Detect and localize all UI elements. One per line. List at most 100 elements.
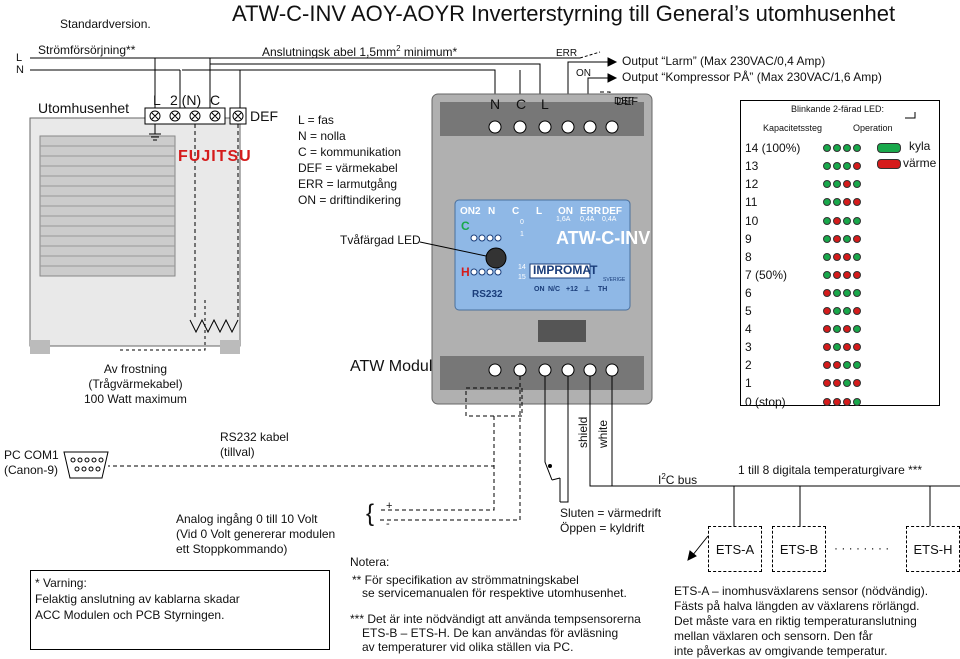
capacity-row: 8 [745,248,935,266]
note-3: *** Det är inte nödvändigt att använda t… [350,612,641,654]
power-L: L [16,52,23,64]
panel-c-label: C [461,219,470,233]
atw-module-graphic [431,93,653,405]
green-led-icon [823,252,831,261]
capacity-row-leds [823,216,861,225]
red-led-icon [853,307,861,316]
varme-label: värme [903,156,937,170]
green-led-icon [843,234,851,243]
capacity-row-label: 13 [745,159,759,174]
green-led-icon [823,216,831,225]
capacity-row-leds [823,325,861,334]
red-led-icon [843,343,851,352]
switch-num-1: 1 [520,231,524,238]
green-led-icon [833,325,841,334]
led-label: Tvåfärgad LED [340,233,421,247]
red-led-icon [823,288,831,297]
mod-L: L [541,96,549,112]
kyla-label: kyla [909,139,931,153]
panel-err: ERR [580,206,602,217]
page-title: ATW-C-INV AOY-AOYR Inverterstyrning till… [232,1,896,26]
capacity-row-label: 3 [745,340,752,355]
panel-sub-2: 0,4A [580,216,595,223]
capacity-row-leds [823,288,861,297]
red-led-icon [823,325,831,334]
notera-label: Notera: [350,555,390,569]
capacity-led-table: Blinkande 2-färad LED: Kapacitetssteg Op… [740,100,940,409]
red-led-icon [833,216,841,225]
ets-a-box: ETS-A [708,526,762,572]
capacity-row: 13 [745,157,935,175]
pc-com-label: PC COM1(Canon-9) [4,448,59,477]
capacity-row: 0 (stop) [745,392,935,410]
red-led-icon [823,397,831,406]
green-led-icon [853,144,861,153]
green-led-icon [833,162,841,171]
terminal-C: C [210,92,221,108]
table-col-capacity: Kapacitetssteg [763,123,823,133]
capacity-row-leds [823,270,861,279]
capacity-row: 14 (100%) [745,139,935,157]
module-label: ATW Modul [350,358,433,375]
red-led-icon [823,307,831,316]
red-led-icon [833,397,841,406]
green-led-icon [853,397,861,406]
panel-h-label: H [461,265,470,279]
red-led-icon [843,325,851,334]
power-label: Strömförsörjning** [38,43,136,57]
panel-pin-th: TH [598,286,608,293]
red-led-icon [853,234,861,243]
output-on: ON [576,68,591,79]
green-led-icon [823,144,831,153]
red-led-icon [853,162,861,171]
red-led-icon [833,252,841,261]
red-led-icon [843,198,851,207]
switch-num-0: 0 [520,219,524,226]
ets-bus [687,486,931,561]
red-led-icon [823,379,831,388]
green-led-icon [853,252,861,261]
green-led-icon [843,144,851,153]
green-led-icon [823,234,831,243]
power-N: N [16,64,24,76]
capacity-row-label: 7 (50%) [745,267,788,282]
terminal-2N: 2 (N) [170,92,202,108]
capacity-row: 12 [745,175,935,193]
red-led-icon [853,198,861,207]
red-led-icon [833,379,841,388]
red-led-icon [853,379,861,388]
cooling-indicator [877,143,901,153]
red-led-icon [843,252,851,261]
version-label: Standardversion. [60,17,151,31]
heating-indicator [877,159,901,169]
green-led-icon [843,216,851,225]
capacity-row-leds [823,180,861,189]
green-led-icon [823,180,831,189]
capacity-row-leds [823,397,861,406]
panel-pin-nc: N/C [548,286,561,293]
analog-brace: { [366,500,375,527]
red-led-icon [843,397,851,406]
green-led-icon [843,379,851,388]
panel-pin-gnd: ⊥ [584,286,591,293]
power-lines [30,57,580,108]
capacity-row-label: 11 [745,195,758,210]
red-led-icon [823,361,831,370]
outdoor-unit-label: Utomhusenhet [38,100,130,116]
green-led-icon [833,288,841,297]
rs232-cable-label: RS232 kabel(tillval) [220,430,289,459]
capacity-row: 5 [745,302,935,320]
green-led-icon [833,307,841,316]
switch-num-15: 15 [518,274,526,281]
capacity-row: 3 [745,338,935,356]
terminal-L: L [153,92,161,108]
sensors-label: 1 till 8 digitala temperaturgivare *** [738,463,923,477]
red-led-icon [823,343,831,352]
capacity-row-label: 5 [745,304,752,319]
capacity-row-label: 14 (100%) [745,141,801,156]
capacity-row: 7 (50%) [745,266,935,284]
green-led-icon [833,343,841,352]
capacity-row: 9 [745,230,935,248]
output-kompressor: Output “Kompressor PÅ” (Max 230VAC/1,6 A… [622,70,882,84]
